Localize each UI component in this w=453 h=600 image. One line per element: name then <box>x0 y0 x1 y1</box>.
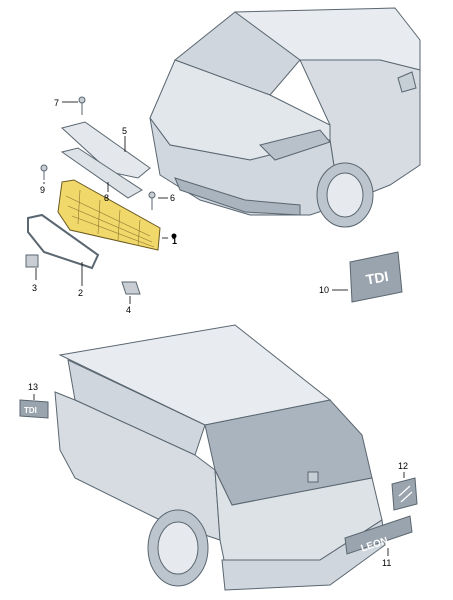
tdi-side-text: TDI <box>24 406 37 415</box>
bolt-part-9 <box>40 164 48 180</box>
bracket-part-4 <box>121 281 141 295</box>
callout-13: 13 <box>28 382 38 392</box>
callout-8: 8 <box>104 193 109 203</box>
tdi-emblem-front: TDI <box>349 251 403 303</box>
tdi-front-text: TDI <box>365 268 390 288</box>
callout-6: 6 <box>170 193 175 203</box>
callout-9: 9 <box>40 185 45 195</box>
grille-mounting-bracket <box>60 147 143 199</box>
callout-12: 12 <box>398 461 408 471</box>
seat-logo-emblem <box>391 477 418 511</box>
callout-1: 1 <box>172 236 177 246</box>
front-car-illustration <box>149 7 421 228</box>
radiator-grille-highlighted <box>57 179 161 251</box>
clip-part-3 <box>25 254 39 268</box>
front-leader-lines <box>35 101 348 304</box>
rear-leader-lines <box>33 394 405 556</box>
callout-3: 3 <box>32 283 37 293</box>
callout-2: 2 <box>78 288 83 298</box>
rear-car-illustration <box>54 324 386 591</box>
bolt-part-6 <box>148 191 156 210</box>
callout-4: 4 <box>126 305 131 315</box>
callout-5: 5 <box>122 126 127 136</box>
callout-10: 10 <box>319 285 329 295</box>
grille-frame <box>27 213 100 270</box>
callout-labels: 7 5 9 8 6 1 3 2 4 10 13 12 11 <box>28 98 408 568</box>
callout-7: 7 <box>54 98 59 108</box>
bolt-part-7 <box>78 96 86 115</box>
callout-1-marker <box>171 233 177 239</box>
tdi-emblem-side: TDI <box>19 399 49 419</box>
callout-11: 11 <box>382 558 391 568</box>
front-parts <box>25 96 161 295</box>
